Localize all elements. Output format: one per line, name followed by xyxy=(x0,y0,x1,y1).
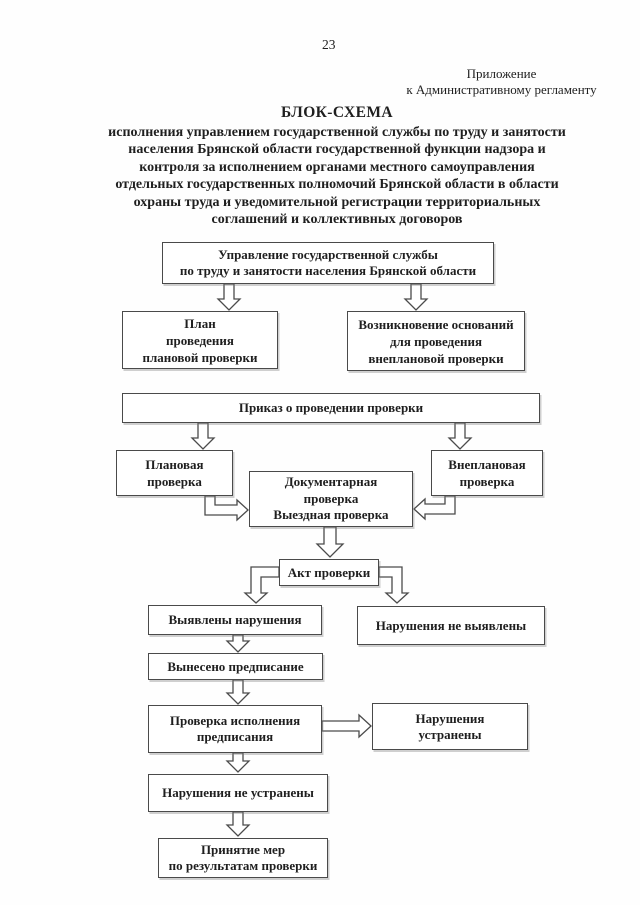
node-unplanned-grounds: Возникновение оснований для проведения в… xyxy=(347,311,525,371)
arrow-order-to-planned xyxy=(190,422,216,450)
arrow-unplanned-to-documentary xyxy=(413,495,456,521)
node-authority: Управление государственной службы по тру… xyxy=(162,242,494,284)
page-subtitle: исполнения управлением государственной с… xyxy=(108,125,566,228)
node-planned-inspection: Плановая проверка xyxy=(116,450,233,496)
arrow-act-to-no-violations xyxy=(378,566,410,604)
arrow-check-to-fixed xyxy=(321,713,372,739)
node-unplanned-inspection: Внеплановая проверка xyxy=(431,450,543,496)
node-documentary-field-inspection: Документарная проверка Выездная проверка xyxy=(249,471,413,527)
node-order-execution-check: Проверка исполнения предписания xyxy=(148,705,322,753)
arrow-planned-to-documentary xyxy=(204,495,249,522)
arrow-order-to-unplanned xyxy=(447,422,473,450)
node-inspection-order: Приказ о проведении проверки xyxy=(122,393,540,423)
appendix-note: Приложение к Административному регламент… xyxy=(406,66,597,97)
node-violations-not-found: Нарушения не выявлены xyxy=(357,606,545,645)
node-violations-not-fixed: Нарушения не устранены xyxy=(148,774,328,812)
node-planned-inspection-plan: План проведения плановой проверки xyxy=(122,311,278,369)
page-number: 23 xyxy=(322,37,336,52)
arrow-authority-to-plan xyxy=(216,283,242,311)
page-title: БЛОК-СХЕМА xyxy=(280,104,393,121)
arrow-not-fixed-to-measures xyxy=(225,811,251,837)
arrow-act-to-violations-found xyxy=(243,566,280,604)
node-violations-fixed: Нарушения устранены xyxy=(372,703,528,750)
arrow-order-issued-to-check xyxy=(225,679,251,705)
arrow-documentary-to-act xyxy=(315,526,345,558)
node-measures-taken: Принятие мер по результатам проверки xyxy=(158,838,328,878)
arrow-found-to-order-issued xyxy=(225,634,251,653)
node-inspection-act: Акт проверки xyxy=(279,559,379,586)
arrow-authority-to-grounds xyxy=(403,283,429,311)
node-violations-found: Выявлены нарушения xyxy=(148,605,322,635)
arrow-check-to-not-fixed xyxy=(225,752,251,773)
node-order-issued: Вынесено предписание xyxy=(148,653,323,680)
